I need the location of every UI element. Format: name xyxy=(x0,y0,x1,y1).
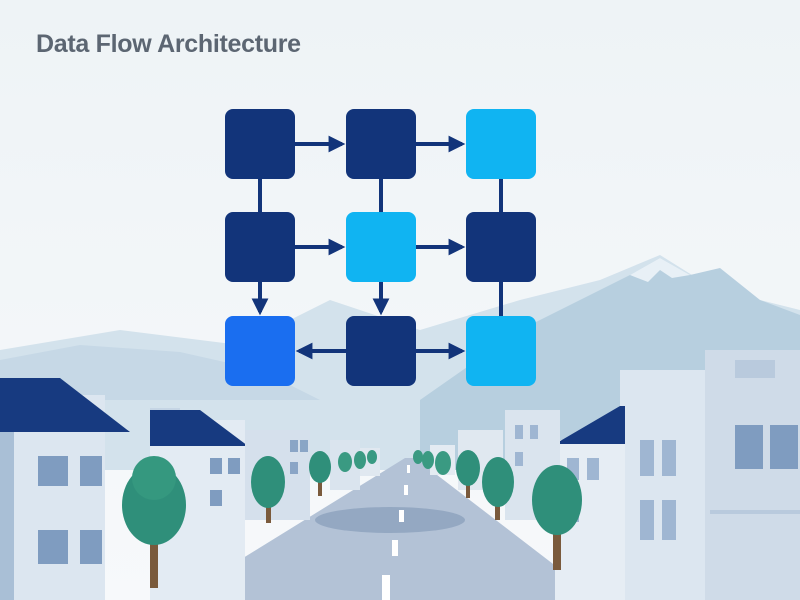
node-r3c2 xyxy=(346,316,416,386)
node-r2c2 xyxy=(346,212,416,282)
road-shadow xyxy=(315,507,465,533)
trees xyxy=(122,450,582,588)
node-r2c1 xyxy=(225,212,295,282)
node-r3c1 xyxy=(225,316,295,386)
node-r1c2 xyxy=(346,109,416,179)
node-r1c1 xyxy=(225,109,295,179)
node-r2c3 xyxy=(466,212,536,282)
diagram-edges xyxy=(251,135,503,360)
road-markings xyxy=(382,465,410,600)
page-title: Data Flow Architecture xyxy=(36,30,301,58)
node-r3c3 xyxy=(466,316,536,386)
hill-left xyxy=(0,345,320,400)
node-r1c3 xyxy=(466,109,536,179)
diagram-nodes xyxy=(225,109,536,386)
mountain-snow xyxy=(630,258,690,282)
